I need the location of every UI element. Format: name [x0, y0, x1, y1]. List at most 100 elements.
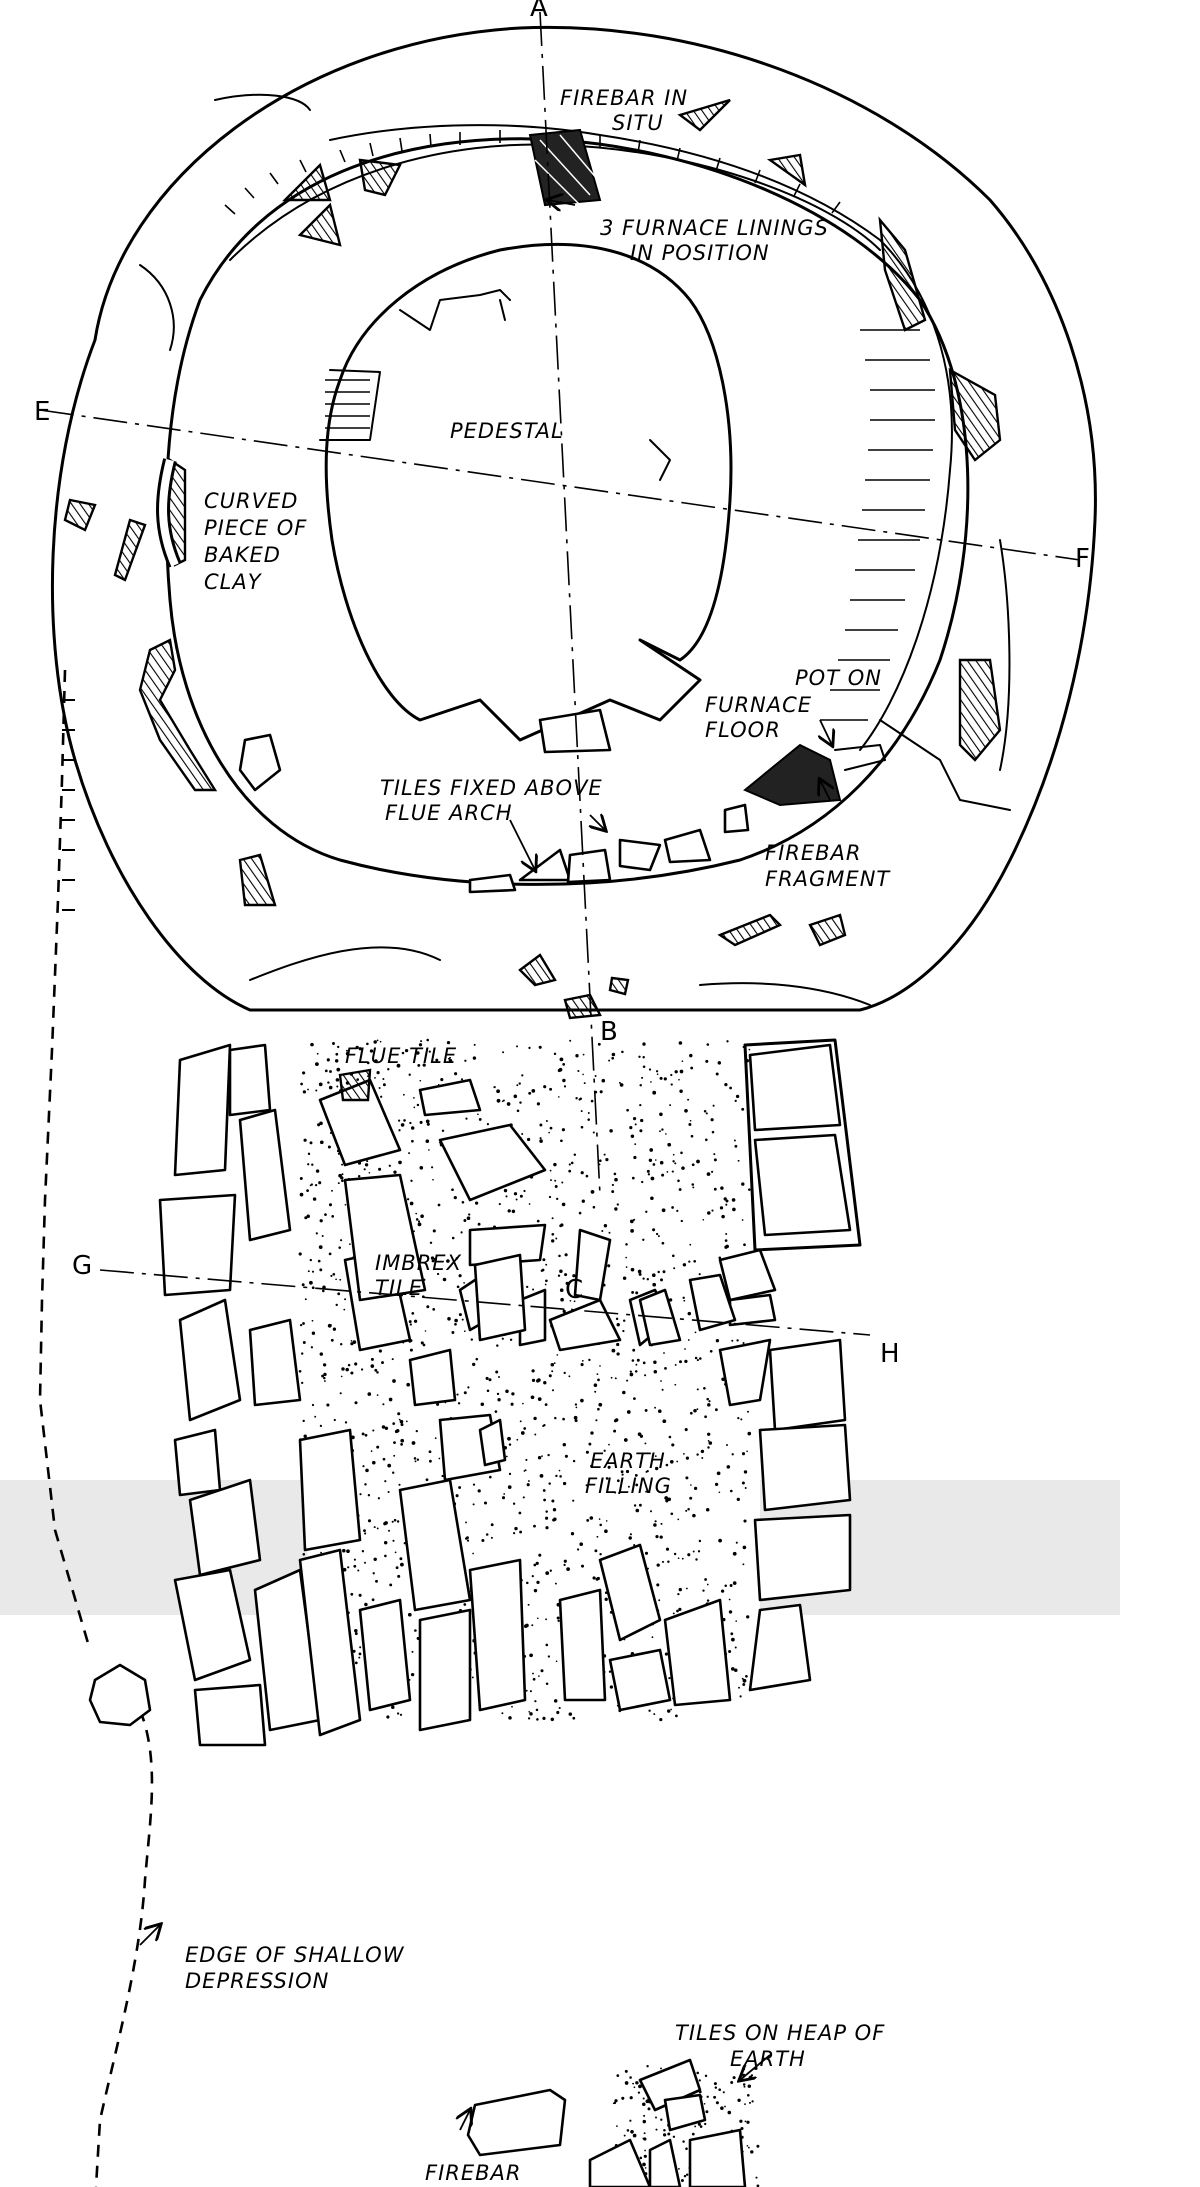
earth-speckle: [350, 1592, 354, 1596]
earth-speckle: [536, 1718, 539, 1721]
earth-speckle: [310, 1346, 314, 1349]
earth-speckle: [611, 1056, 615, 1060]
earth-speckle: [303, 1434, 307, 1438]
earth-speckle: [522, 1402, 524, 1405]
earth-speckle: [336, 1067, 341, 1072]
earth-speckle: [637, 1269, 642, 1274]
earth-speckle: [652, 1228, 656, 1232]
earth-speckle: [463, 1282, 465, 1284]
earth-speckle: [595, 1577, 599, 1581]
earth-speckle: [332, 1327, 337, 1331]
earth-speckle: [455, 1494, 459, 1498]
earth-speckle: [739, 1695, 742, 1698]
earth-speckle: [586, 1518, 590, 1522]
earth-speckle: [323, 1376, 326, 1380]
earth-speckle: [340, 1375, 343, 1378]
earth-speckle: [446, 1040, 451, 1045]
earth-speckle: [684, 1428, 688, 1432]
earth-speckle: [607, 1465, 611, 1469]
earth-speckle: [311, 1331, 316, 1335]
earth-speckle: [643, 2114, 646, 2117]
earth-speckle: [725, 1203, 728, 1206]
earth-speckle: [335, 1052, 339, 1056]
earth-speckle: [377, 1497, 381, 1500]
earth-speckle: [532, 1672, 534, 1675]
earth-speckle: [693, 1409, 697, 1413]
earth-speckle: [631, 1290, 635, 1294]
earth-speckle: [521, 1074, 524, 1077]
earth-speckle: [347, 1363, 351, 1367]
earth-speckle: [437, 1203, 441, 1207]
earth-speckle: [665, 1133, 667, 1135]
earth-speckle: [531, 1089, 536, 1093]
earth-speckle: [413, 1097, 415, 1099]
earth-speckle: [624, 2081, 629, 2085]
earth-speckle: [490, 1536, 493, 1539]
earth-speckle: [359, 1493, 362, 1496]
earth-speckle: [354, 1401, 358, 1405]
earth-speckle: [529, 1653, 533, 1658]
earth-speckle: [556, 1710, 560, 1715]
earth-speckle: [556, 1197, 559, 1201]
earth-speckle: [360, 1368, 364, 1371]
earth-speckle: [496, 1344, 499, 1347]
label-firebar-in-situ-line1: FIREBAR IN: [560, 86, 688, 110]
earth-speckle: [550, 1179, 552, 1182]
earth-speckle: [392, 1422, 396, 1425]
earth-speckle: [340, 1239, 343, 1242]
earth-speckle: [346, 1549, 350, 1554]
earth-speckle: [342, 1548, 346, 1553]
earth-speckle: [616, 1479, 620, 1483]
earth-speckle: [392, 1471, 395, 1474]
earth-speckle: [664, 1367, 667, 1370]
earth-speckle: [551, 1499, 555, 1503]
earth-speckle: [673, 1267, 676, 1270]
earth-speckle: [488, 1475, 492, 1479]
earth-speckle: [515, 1198, 518, 1201]
earth-speckle: [742, 1341, 745, 1345]
earth-speckle: [472, 1552, 474, 1555]
earth-speckle: [674, 1162, 677, 1165]
label-firebar-in-situ-line2: SITU: [612, 111, 664, 135]
earth-speckle: [510, 1402, 514, 1406]
earth-speckle: [629, 1126, 633, 1130]
earth-speckle: [592, 1576, 596, 1580]
earth-speckle: [486, 1389, 490, 1393]
earth-speckle: [319, 1140, 324, 1145]
earth-speckle: [662, 1419, 667, 1424]
earth-speckle: [616, 2074, 620, 2077]
earth-speckle: [307, 1270, 310, 1273]
earth-speckle: [594, 1549, 598, 1553]
earth-speckle: [380, 1095, 383, 1098]
earth-speckle: [536, 1102, 541, 1106]
earth-speckle: [534, 1433, 537, 1436]
earth-speckle: [311, 1270, 315, 1273]
earth-speckle: [703, 2102, 706, 2105]
earth-speckle: [358, 1593, 362, 1597]
earth-speckle: [741, 1107, 745, 1111]
earth-speckle: [300, 1082, 303, 1086]
label-tiles-on-heap-line1: TILES ON HEAP OF: [675, 2021, 885, 2045]
earth-speckle: [519, 1530, 523, 1534]
earth-speckle: [471, 1676, 474, 1679]
earth-speckle: [549, 1087, 553, 1091]
earth-speckle: [681, 1060, 684, 1063]
earth-speckle: [400, 1423, 404, 1427]
earth-speckle: [341, 1179, 344, 1183]
earth-speckle: [650, 1196, 654, 1201]
earth-speckle: [451, 1331, 455, 1334]
earth-speckle: [740, 2126, 744, 2131]
earth-speckle: [585, 1450, 589, 1454]
earth-speckle: [559, 1475, 562, 1478]
earth-speckle: [468, 1213, 471, 1216]
earth-speckle: [560, 1139, 563, 1143]
earth-speckle: [544, 1403, 548, 1406]
earth-speckle: [647, 2107, 651, 2111]
earth-speckle: [531, 1369, 535, 1373]
earth-speckle: [723, 1197, 727, 1201]
earth-speckle: [661, 1208, 666, 1213]
earth-speckle: [559, 1269, 563, 1273]
earth-speckle: [435, 1058, 439, 1062]
earth-speckle: [691, 1163, 695, 1167]
earth-speckle: [713, 2082, 717, 2086]
